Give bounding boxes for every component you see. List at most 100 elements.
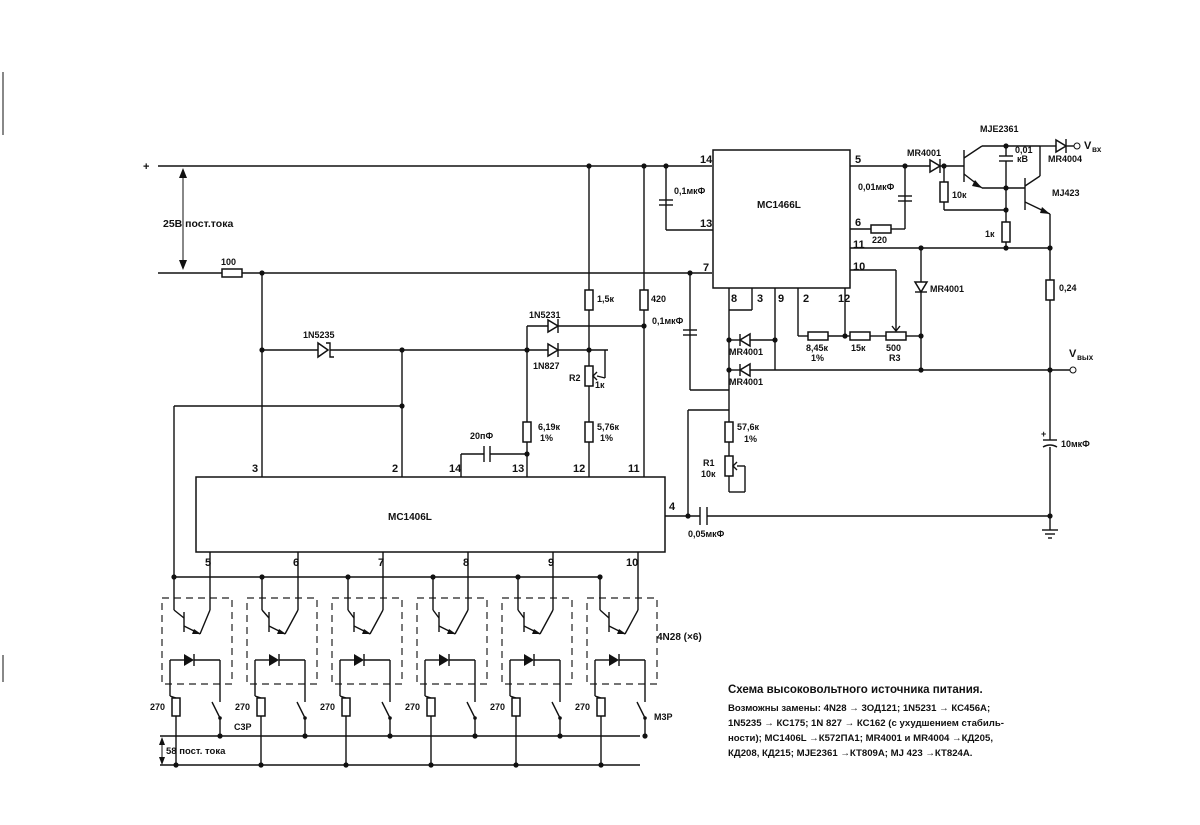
optocoupler-frame	[586, 597, 658, 685]
pot-r1	[724, 455, 734, 477]
zener-1n827	[547, 342, 560, 358]
pot-r2-label: R2	[569, 373, 581, 383]
chip-mc1406l	[195, 476, 666, 553]
junction	[1003, 143, 1009, 149]
chip-4n28-label: 4N28 (×6)	[657, 632, 702, 643]
optocoupler-frame	[331, 597, 403, 685]
switch-blade	[636, 701, 646, 719]
cap-10u-plus: +	[1041, 429, 1046, 439]
diode-mr4001-d	[929, 158, 942, 174]
diode-mr4001-a-label: MR4001	[729, 347, 763, 357]
opto-emitter-wire	[539, 609, 554, 635]
mje-arrow	[972, 180, 982, 188]
reg-pin-14: 14	[700, 154, 713, 166]
resistor-576k-b	[724, 421, 734, 443]
diode-mr4001-c-label: MR4001	[930, 284, 964, 294]
arrow-down	[159, 757, 165, 765]
resistor-10k	[939, 181, 949, 203]
zener-1n5235	[317, 341, 330, 359]
resistor-15k-chain-label: 15к	[851, 343, 866, 353]
pot-arrow	[732, 461, 738, 471]
resistor-220	[870, 224, 892, 234]
opto-transistor-collector	[599, 609, 610, 619]
optocoupler-frame	[246, 597, 318, 685]
diode-mr4001-a	[738, 332, 751, 348]
reg-pin-3: 3	[757, 293, 763, 305]
junction	[918, 367, 924, 373]
opto-transistor-arrow	[192, 629, 201, 634]
dac-pin-2: 2	[392, 463, 398, 475]
resistor-270-top	[509, 695, 517, 699]
resistor-10k-label: 10к	[952, 190, 967, 200]
switch-blade	[211, 701, 221, 719]
vout-terminal	[1069, 366, 1077, 374]
opto-transistor-collector	[517, 609, 525, 619]
zener-1n5231	[547, 318, 560, 334]
arrow-up	[159, 737, 165, 745]
resistor-270	[171, 697, 181, 717]
led-icon	[609, 654, 619, 666]
caption-line: КД208, КД215; MJE2361 →КТ809А; MJ 423 →К…	[728, 748, 973, 759]
diode-mr4001-b-label: MR4001	[729, 377, 763, 387]
resistor-270	[511, 697, 521, 717]
reg-pin-10: 10	[853, 261, 865, 273]
cap-20p-label: 20пФ	[470, 431, 493, 441]
pot-arrow	[592, 371, 598, 381]
resistor-100	[221, 268, 243, 278]
switch-blade	[381, 701, 391, 719]
arrow-up	[179, 168, 187, 178]
caption: Схема высоковольтного источника питания.…	[728, 684, 1118, 761]
capkv-value: 0,01	[1015, 145, 1033, 155]
dac-pin-7: 7	[378, 557, 384, 569]
pot-r1-value: 10к	[701, 469, 716, 479]
reg-pin-8: 8	[731, 293, 737, 305]
junction	[685, 513, 691, 519]
junction	[641, 323, 647, 329]
pot-r2	[584, 365, 594, 387]
opto-transistor-collector	[261, 609, 270, 619]
opto-emitter-wire	[199, 609, 211, 635]
cap-10u-plate-curved	[1042, 444, 1058, 448]
dac-pin-3: 3	[252, 463, 258, 475]
resistor-270-label: 270	[575, 702, 590, 712]
optocoupler-frame	[416, 597, 488, 685]
resistor-15k	[584, 289, 594, 311]
resistor-270-label: 270	[320, 702, 335, 712]
supply-label: 25В пост.тока	[163, 218, 233, 230]
reg-pin-7: 7	[703, 262, 709, 274]
mje-collector	[963, 145, 983, 159]
resistor-576k-tol: 1%	[600, 433, 613, 443]
switch-blade	[551, 701, 561, 719]
diode-mr4004-label: MR4004	[1048, 154, 1082, 164]
resistor-270	[426, 697, 436, 717]
junction	[663, 163, 669, 169]
junction	[918, 333, 924, 339]
resistor-270	[256, 697, 266, 717]
caption-line: Возможны замены: 4N28 → 3ОД121; 1N5231 →…	[728, 703, 991, 714]
reg-pin-12: 12	[838, 293, 850, 305]
resistor-619k-tol: 1%	[540, 433, 553, 443]
opto-transistor-collector	[432, 609, 440, 619]
caption-title: Схема высоковольтного источника питания.	[728, 684, 983, 696]
cap-01b-label: 0,1мкФ	[652, 316, 684, 326]
dac-pin-11: 11	[628, 463, 640, 475]
pot-r3	[885, 331, 907, 341]
resistor-270-label: 270	[150, 702, 165, 712]
opto-transistor-collector	[173, 609, 185, 619]
zener-1n5235-label: 1N5235	[303, 330, 335, 340]
dac-pin-9: 9	[548, 557, 554, 569]
vout-label: V	[1069, 348, 1077, 360]
opto-transistor-arrow	[447, 629, 456, 634]
cap-001-label: 0,01мкФ	[858, 182, 895, 192]
resistor-576k-b-tol: 1%	[744, 434, 757, 444]
led-icon	[354, 654, 364, 666]
arrow-down	[179, 260, 187, 270]
mj-arrow	[1040, 207, 1050, 214]
resistor-420	[639, 289, 649, 311]
opto-emitter-wire	[369, 609, 384, 635]
pot-wiper	[596, 375, 606, 379]
resistor-1k-label: 1к	[985, 229, 995, 239]
reg-pin-5: 5	[855, 154, 861, 166]
